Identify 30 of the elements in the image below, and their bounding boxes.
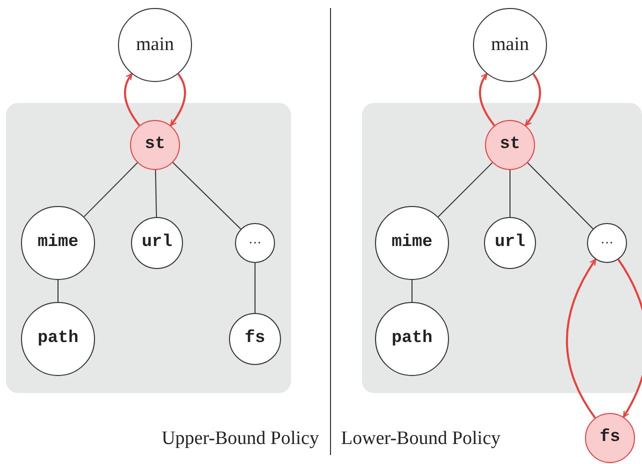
node-label: mime <box>392 232 432 254</box>
node-label: main <box>136 32 174 57</box>
panel-caption: Upper-Bound Policy <box>162 427 319 451</box>
curved-arrow <box>618 258 642 418</box>
connector-line <box>527 162 594 230</box>
node-label: mime <box>38 232 78 254</box>
group-panel <box>6 103 291 393</box>
node-label: fs <box>600 427 620 450</box>
group-panel <box>362 103 642 393</box>
node-label: ··· <box>248 234 262 252</box>
connector-line <box>155 170 157 218</box>
node-label: fs <box>244 328 266 350</box>
curved-arrow <box>124 73 140 126</box>
node-label: main <box>491 32 529 57</box>
connector-line <box>84 162 138 218</box>
node-label: url <box>494 232 526 254</box>
node-label: ··· <box>600 234 614 252</box>
connector-line <box>172 162 242 230</box>
node-label: path <box>38 328 78 350</box>
panel-caption: Lower-Bound Policy <box>341 427 501 451</box>
node-label: st <box>500 134 520 156</box>
connector-line <box>438 162 493 218</box>
curved-arrow <box>524 73 541 126</box>
connector-line <box>254 262 256 314</box>
curved-arrow <box>170 73 186 126</box>
node-label: path <box>392 328 432 350</box>
curved-arrow <box>566 258 596 418</box>
node-label: url <box>142 232 172 254</box>
curved-arrow <box>479 73 496 126</box>
node-label: st <box>144 134 166 156</box>
